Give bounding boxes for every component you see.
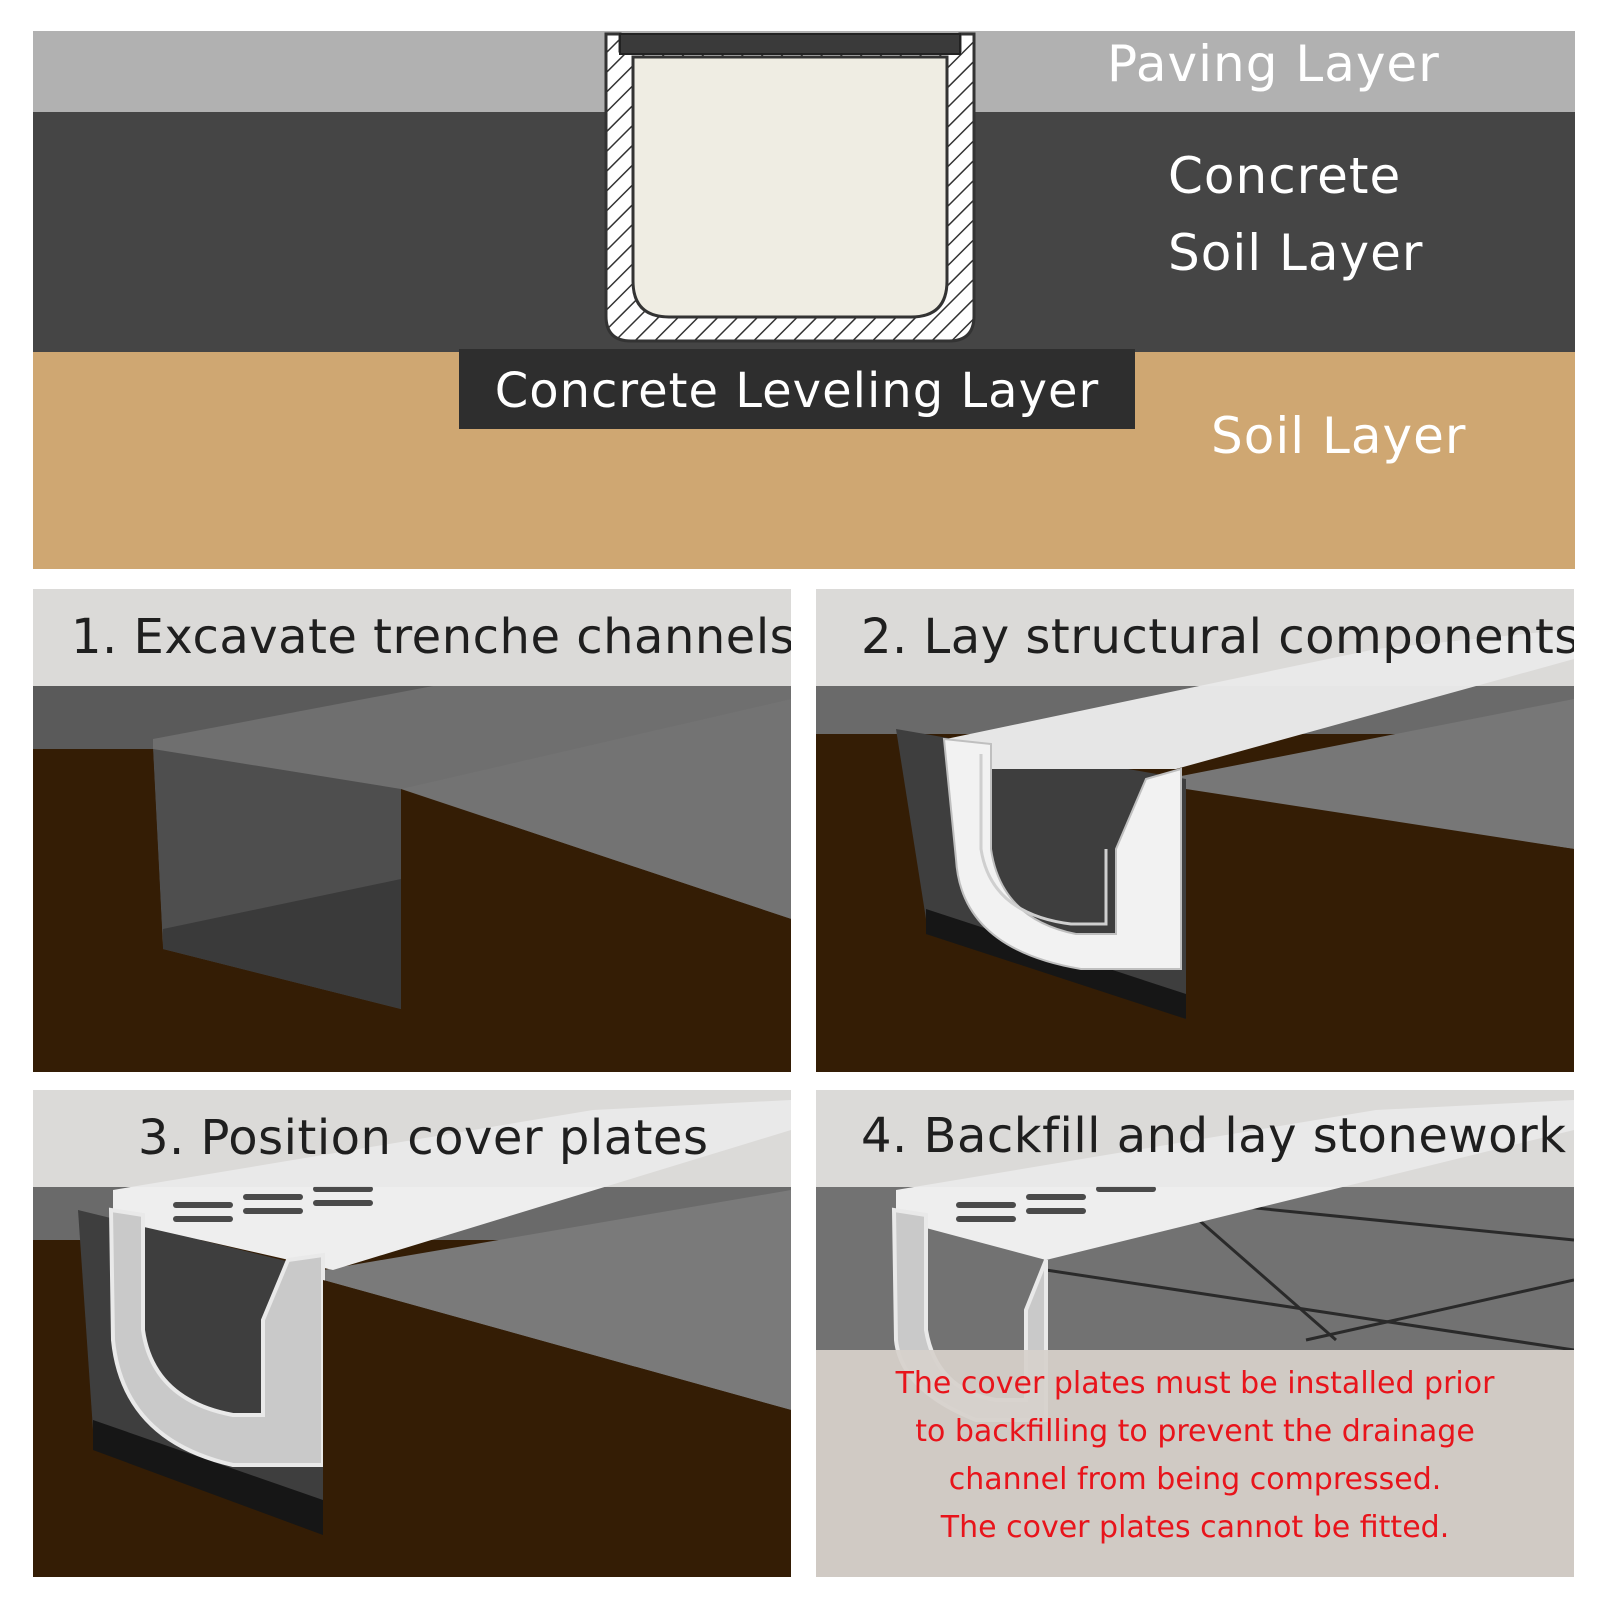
note-line-4: The cover plates cannot be fitted.: [940, 1510, 1450, 1545]
concrete-leveling-layer-label: Concrete Leveling Layer: [494, 363, 1100, 419]
step-2-header: 2. Lay structural components: [816, 589, 1574, 686]
drainage-cross-section: Concrete Leveling Layer Paving Layer Con…: [33, 31, 1575, 569]
step-4-panel: 4. Backfill and lay stonework The cover …: [816, 1090, 1574, 1577]
concrete-soil-layer-label: Soil Layer: [1168, 224, 1424, 282]
step-2-title: 2. Lay structural components: [861, 609, 1574, 665]
step-3-panel: 3. Position cover plates: [33, 1090, 791, 1577]
step-4-title: 4. Backfill and lay stonework: [861, 1108, 1567, 1164]
note-line-1: The cover plates must be installed prior: [895, 1366, 1495, 1401]
note-line-3: channel from being compressed.: [948, 1462, 1442, 1497]
step-1-header: 1. Excavate trenche channels: [33, 589, 791, 686]
paving-layer-label: Paving Layer: [1107, 35, 1440, 93]
step-2-panel: 2. Lay structural components: [816, 589, 1574, 1072]
step-3-header: 3. Position cover plates: [33, 1090, 791, 1187]
channel-u-shape: [942, 737, 1182, 970]
channel-grate: [619, 33, 961, 55]
channel-cavity: [631, 55, 949, 319]
concrete-leveling-layer-box: Concrete Leveling Layer: [459, 349, 1135, 429]
note-line-2: to backfilling to prevent the drainage: [915, 1414, 1475, 1449]
step-1-title: 1. Excavate trenche channels: [71, 609, 791, 665]
concrete-layer-label: Concrete: [1168, 147, 1402, 205]
step-3-title: 3. Position cover plates: [138, 1110, 709, 1166]
soil-layer-label: Soil Layer: [1211, 407, 1467, 465]
step-4-header: 4. Backfill and lay stonework: [816, 1090, 1574, 1187]
installation-note: The cover plates must be installed prior…: [816, 1350, 1574, 1577]
channel-section-drawing: [604, 32, 976, 343]
step-1-panel: 1. Excavate trenche channels: [33, 589, 791, 1072]
